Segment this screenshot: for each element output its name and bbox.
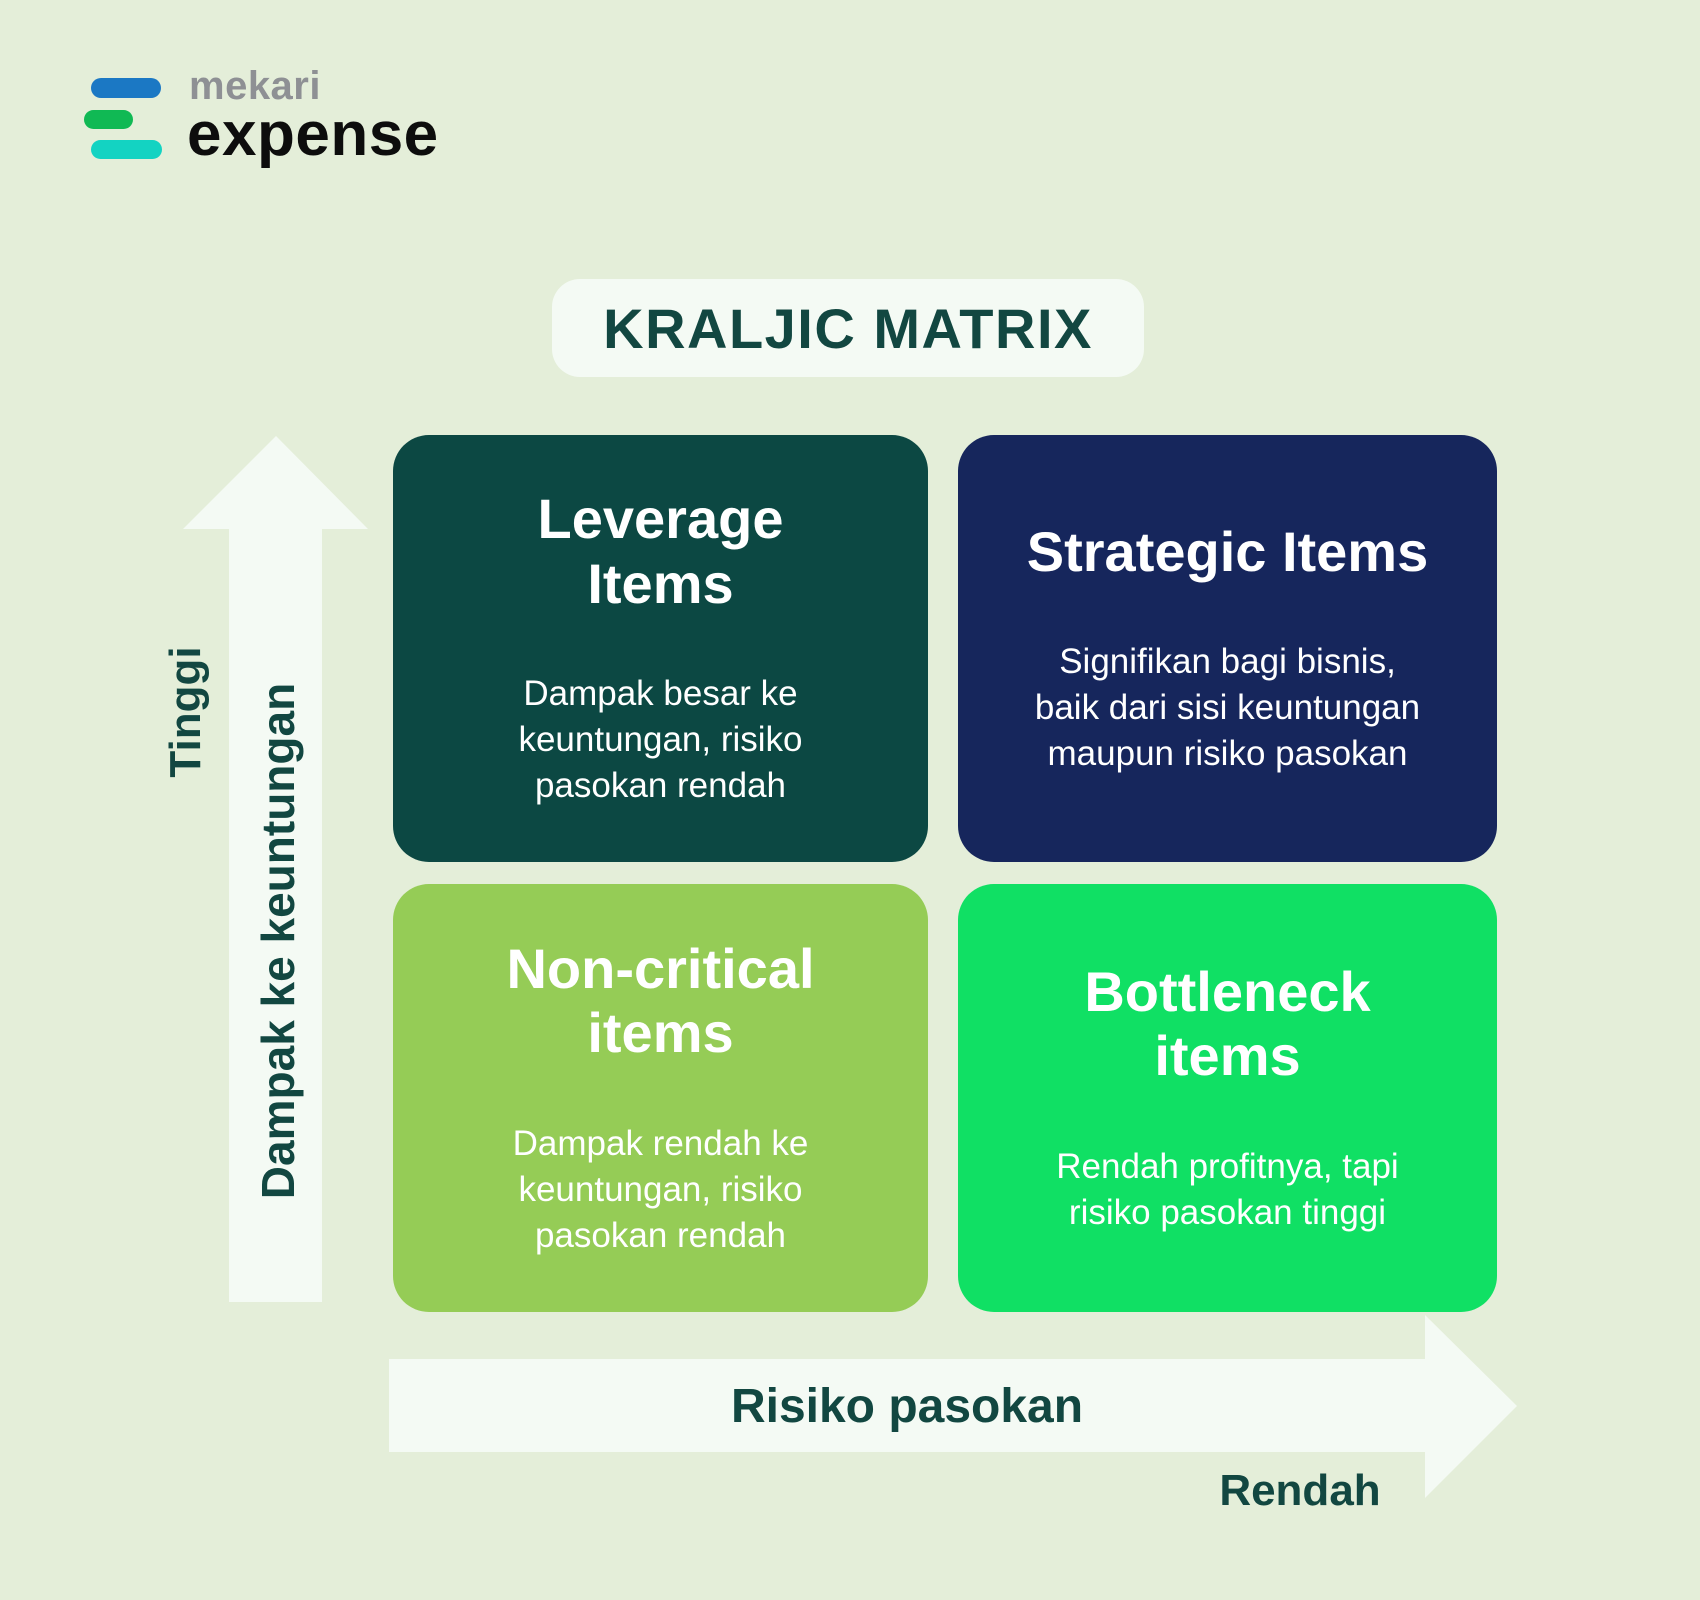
logo-bar-green-icon	[84, 110, 133, 129]
quadrant-title: Non-critical items	[506, 936, 815, 1065]
x-axis-arrow-icon	[389, 1315, 1517, 1498]
logo-bar-teal-icon	[91, 140, 162, 159]
y-axis-high-label: Tinggi	[161, 646, 210, 778]
quadrant-leverage-items: Leverage Items Dampak besar ke keuntunga…	[393, 435, 928, 862]
mekari-expense-logo: mekari expense	[0, 0, 500, 200]
quadrant-title: Bottleneck items	[1084, 959, 1371, 1088]
quadrant-description: Rendah profitnya, tapi risiko pasokan ti…	[1056, 1146, 1399, 1232]
quadrant-title: Leverage Items	[537, 487, 784, 615]
x-axis-low-label: Rendah	[1219, 1466, 1381, 1515]
y-axis-arrow-icon	[183, 436, 368, 1302]
quadrant-title: Strategic Items	[1026, 519, 1429, 583]
x-axis-label: Risiko pasokan	[730, 1379, 1084, 1433]
quadrant-non-critical-items: Non-critical items Dampak rendah ke keun…	[393, 884, 928, 1312]
quadrant-description: Dampak besar ke keuntungan, risiko pasok…	[518, 674, 803, 806]
quadrant-bottleneck-items: Bottleneck items Rendah profitnya, tapi …	[958, 884, 1497, 1312]
quadrant-strategic-items: Strategic Items Signifikan bagi bisnis, …	[958, 435, 1497, 862]
y-axis-label: Dampak ke keuntungan	[252, 682, 304, 1200]
page-title: KRALJIC MATRIX	[603, 296, 1093, 360]
quadrant-description: Dampak rendah ke keuntungan, risiko paso…	[512, 1123, 809, 1255]
quadrant-description: Signifikan bagi bisnis, baik dari sisi k…	[1034, 641, 1421, 774]
brand-name-mekari: mekari	[189, 64, 321, 108]
title-box: KRALJIC MATRIX	[552, 279, 1144, 377]
brand-name-expense: expense	[187, 100, 439, 169]
logo-bar-blue-icon	[91, 78, 161, 98]
